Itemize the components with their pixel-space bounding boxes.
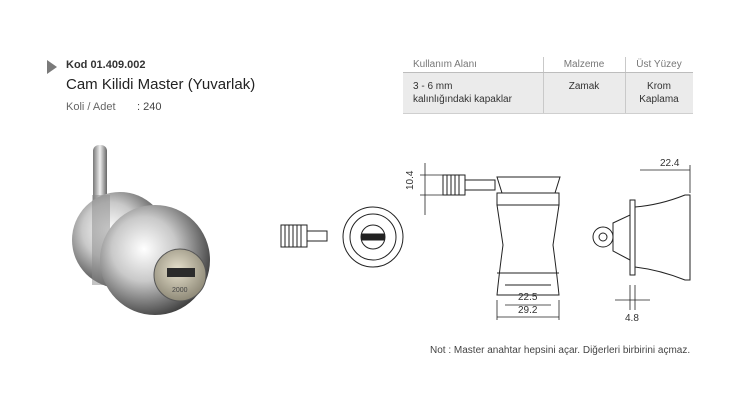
usage-line1: 3 - 6 mm: [413, 81, 453, 92]
usage-line2: kalınlığındaki kapaklar: [413, 94, 512, 105]
header-material: Malzeme: [563, 59, 605, 70]
side-view-body: [496, 204, 560, 296]
lock-cam-pin: [93, 145, 107, 205]
key-stamp: 2000: [172, 287, 188, 294]
material-cell: Zamak: [568, 81, 600, 92]
product-code: Kod 01.409.002: [66, 59, 146, 71]
side-depth-dimension: 22.4: [660, 158, 680, 169]
key-slot: [167, 268, 195, 277]
column-divider: [543, 57, 544, 72]
side-view-drawing: [442, 174, 561, 296]
product-title: Cam Kilidi Master (Yuvarlak): [66, 76, 256, 93]
header-finish: Üst Yüzey: [636, 59, 682, 70]
side-offset-dimension: 4.8: [625, 313, 639, 324]
lock-product-photo: 2000: [72, 145, 210, 315]
column-divider: [625, 73, 626, 113]
finish-line2: Kaplama: [639, 94, 679, 105]
end-view-drawing: [592, 194, 691, 281]
finish-line1: Krom: [647, 81, 671, 92]
dimension-lines: [420, 163, 691, 320]
bullet-arrow-icon: [47, 60, 57, 74]
footer-note: Not : Master anahtar hepsini açar. Diğer…: [430, 345, 691, 356]
package-value: : 240: [137, 101, 162, 113]
spec-table-header: Kullanım Alanı Malzeme Üst Yüzey: [403, 57, 693, 73]
end-view-plate: [629, 199, 636, 276]
column-divider: [625, 57, 626, 72]
outer-width-dimension: 29.2: [518, 305, 538, 316]
front-view-drawing: [280, 206, 404, 268]
height-dimension: 10.4: [405, 170, 416, 190]
inner-width-dimension: 22.5: [518, 292, 538, 303]
column-divider: [543, 73, 544, 113]
front-view-circle: [342, 206, 404, 268]
finish-cell: Krom Kaplama: [625, 80, 693, 106]
package-label: Koli / Adet: [66, 101, 116, 113]
technical-drawings: 10.4 22.5 29.2 22.4 4.8: [280, 158, 691, 324]
header-usage: Kullanım Alanı: [413, 59, 477, 70]
spec-table: Kullanım Alanı Malzeme Üst Yüzey 3 - 6 m…: [403, 57, 693, 114]
spec-table-row: 3 - 6 mm kalınlığındaki kapaklar Zamak K…: [403, 73, 693, 114]
usage-cell: 3 - 6 mm kalınlığındaki kapaklar: [403, 80, 543, 106]
